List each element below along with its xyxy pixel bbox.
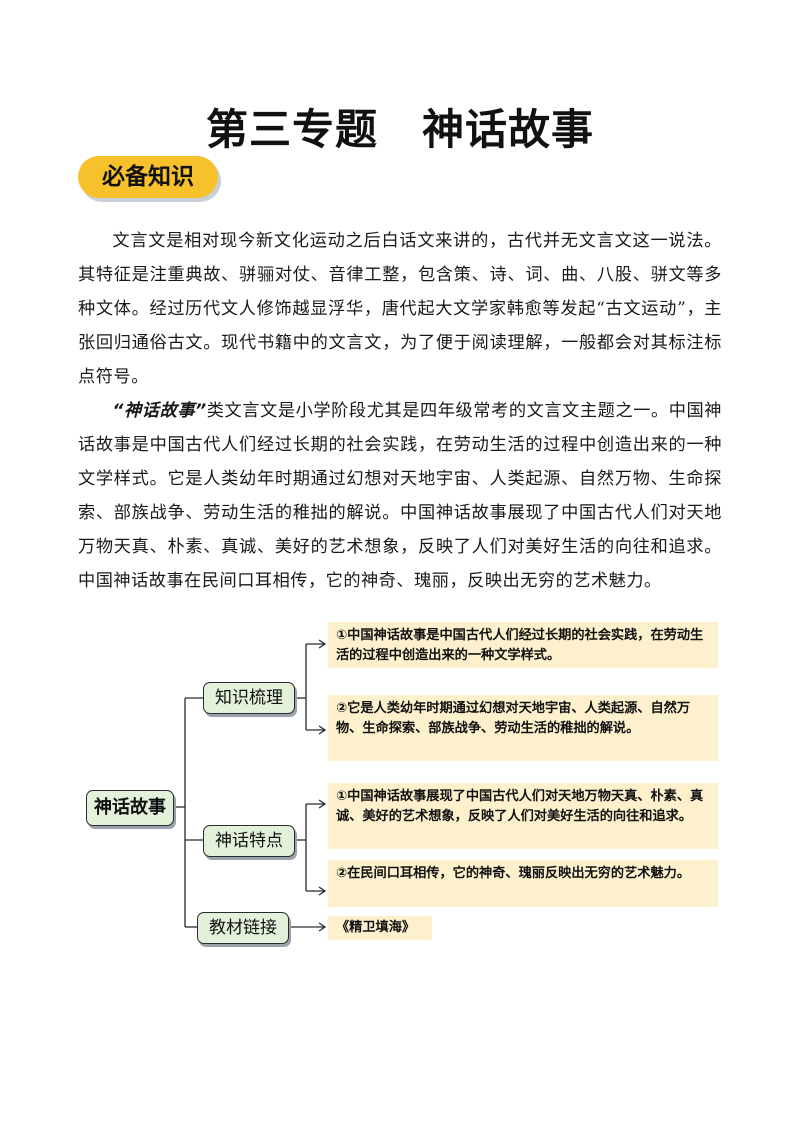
knowledge-item-1: ①中国神话故事是中国古代人们经过长期的社会实践，在劳动生活的过程中创造出来的一种… xyxy=(328,622,718,668)
feature-item-1: ①中国神话故事展现了中国古代人们对天地万物天真、朴素、真诚、美好的艺术想象，反映… xyxy=(328,783,718,849)
textbook-item-1: 《精卫填海》 xyxy=(328,916,432,940)
section-badge: 必备知识 xyxy=(78,156,218,198)
knowledge-item-2: ②它是人类幼年时期通过幻想对天地宇宙、人类起源、自然万物、生命探索、部族战争、劳… xyxy=(328,695,718,761)
mindmap-branch-textbook: 教材链接 xyxy=(197,912,289,944)
paragraph-2: “神话故事”类文言文是小学阶段尤其是四年级常考的文言文主题之一。中国神话故事是中… xyxy=(78,394,722,598)
paragraph-1: 文言文是相对现今新文化运动之后白话文来讲的，古代并无文言文这一说法。其特征是注重… xyxy=(78,231,722,387)
mind-map-connectors xyxy=(172,639,327,932)
title-part-1: 第三专题 xyxy=(205,105,378,154)
mindmap-branch-features: 神话特点 xyxy=(203,825,295,857)
paragraph-2-text: 类文言文是小学阶段尤其是四年级常考的文言文主题之一。中国神话故事是中国古代人们经… xyxy=(78,401,722,591)
section-badge-label: 必备知识 xyxy=(102,164,194,190)
page-title: 第三专题神话故事 xyxy=(0,96,800,157)
title-part-2: 神话故事 xyxy=(422,105,595,154)
paragraph-2-emphasis: “神话故事” xyxy=(112,401,207,421)
intro-text: 文言文是相对现今新文化运动之后白话文来讲的，古代并无文言文这一说法。其特征是注重… xyxy=(78,224,722,598)
mind-map: 神话故事 知识梳理 神话特点 教材链接 ①中国神话故事是中国古代人们经过长期的社… xyxy=(0,600,800,960)
mindmap-root: 神话故事 xyxy=(86,790,174,826)
feature-item-2: ②在民间口耳相传，它的神奇、瑰丽反映出无穷的艺术魅力。 xyxy=(328,860,718,907)
mindmap-branch-knowledge: 知识梳理 xyxy=(203,682,295,714)
